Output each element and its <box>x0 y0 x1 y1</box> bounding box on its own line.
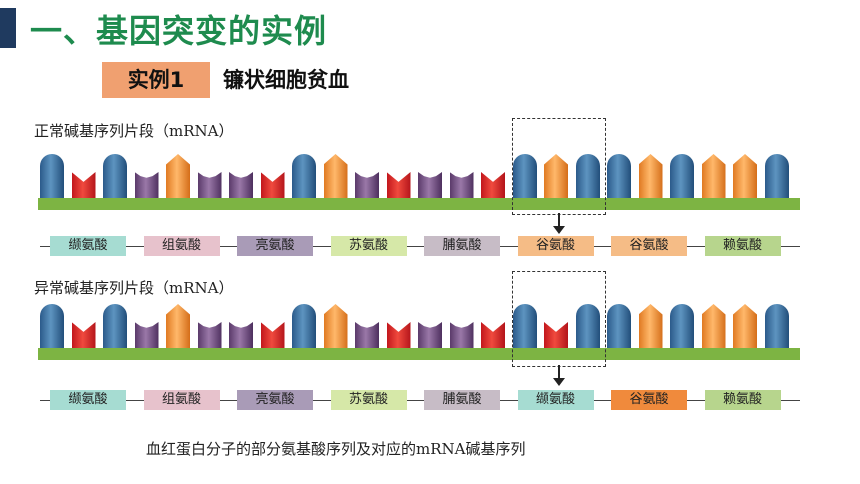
nucleotide-base <box>607 304 631 348</box>
nucleotide-base <box>260 172 285 198</box>
down-arrow-icon <box>553 378 565 386</box>
amino-acid-box: 苏氨酸 <box>330 390 407 410</box>
codon-highlight-box <box>512 271 606 367</box>
example-tag: 实例1 <box>102 62 210 98</box>
nucleotide-base <box>166 304 190 348</box>
nucleotide-base <box>670 154 694 198</box>
nucleotide-base <box>512 154 537 198</box>
backbone <box>38 348 800 360</box>
amino-acid-box: 缬氨酸 <box>50 390 126 410</box>
nucleotide-base <box>575 304 600 348</box>
normal-mrna-strand <box>38 146 800 210</box>
nucleotide-base <box>607 154 631 198</box>
nucleotide-base <box>386 322 411 348</box>
accent-bar <box>0 8 16 48</box>
nucleotide-base <box>197 172 222 198</box>
nucleotide-base <box>355 172 379 198</box>
normal-sequence-label: 正常碱基序列片段（mRNA） <box>34 122 234 140</box>
amino-acid-box: 脯氨酸 <box>424 236 500 256</box>
nucleotide-base <box>386 172 411 198</box>
mutant-mrna-strand <box>38 296 800 360</box>
nucleotide-base <box>355 322 379 348</box>
nucleotide-base <box>701 304 726 348</box>
amino-acid-box: 组氨酸 <box>143 236 220 256</box>
down-arrow-icon <box>553 226 565 234</box>
nucleotide-base <box>481 322 505 348</box>
nucleotide-base <box>40 154 64 198</box>
amino-acid-box: 组氨酸 <box>143 390 220 410</box>
nucleotide-base <box>71 322 96 348</box>
nucleotide-base <box>197 322 222 348</box>
amino-acid-box: 谷氨酸 <box>611 236 687 256</box>
nucleotide-base <box>670 304 694 348</box>
nucleotide-base <box>544 154 568 198</box>
peptide-line <box>40 246 800 247</box>
amino-acid-box: 脯氨酸 <box>424 390 500 410</box>
nucleotide-base <box>512 304 537 348</box>
nucleotide-base <box>418 172 442 198</box>
nucleotide-base <box>449 322 474 348</box>
backbone <box>38 198 800 210</box>
nucleotide-base <box>103 304 127 348</box>
amino-acid-box: 缬氨酸 <box>50 236 126 256</box>
nucleotide-base <box>701 154 726 198</box>
nucleotide-base <box>323 154 348 198</box>
nucleotide-base <box>575 154 600 198</box>
nucleotide-base <box>229 172 253 198</box>
example-subtitle: 镰状细胞贫血 <box>223 68 349 92</box>
amino-acid-box: 苏氨酸 <box>330 236 407 256</box>
mutant-sequence-label: 异常碱基序列片段（mRNA） <box>34 279 234 297</box>
amino-acid-box: 谷氨酸 <box>611 390 687 410</box>
nucleotide-base <box>733 154 757 198</box>
amino-acid-box: 亮氨酸 <box>237 390 313 410</box>
nucleotide-base <box>638 304 663 348</box>
nucleotide-base <box>418 322 442 348</box>
nucleotide-base <box>134 172 159 198</box>
amino-acid-box: 缬氨酸 <box>517 390 594 410</box>
nucleotide-base <box>40 304 64 348</box>
nucleotide-base <box>323 304 348 348</box>
arrow-stem <box>558 213 560 227</box>
nucleotide-base <box>134 322 159 348</box>
nucleotide-base <box>638 154 663 198</box>
nucleotide-base <box>764 154 789 198</box>
amino-acid-box: 赖氨酸 <box>704 236 781 256</box>
nucleotide-base <box>260 322 285 348</box>
peptide-line <box>40 400 800 401</box>
amino-acid-box: 赖氨酸 <box>704 390 781 410</box>
nucleotide-base <box>166 154 190 198</box>
figure-caption: 血红蛋白分子的部分氨基酸序列及对应的mRNA碱基序列 <box>146 440 526 458</box>
amino-acid-box: 谷氨酸 <box>517 236 594 256</box>
nucleotide-base <box>292 154 316 198</box>
nucleotide-base <box>449 172 474 198</box>
nucleotide-base <box>103 154 127 198</box>
nucleotide-base <box>292 304 316 348</box>
nucleotide-base <box>229 322 253 348</box>
nucleotide-base <box>764 304 789 348</box>
slide-title: 一、基因突变的实例 <box>30 12 328 50</box>
nucleotide-base <box>481 172 505 198</box>
nucleotide-base <box>71 172 96 198</box>
arrow-stem <box>558 365 560 379</box>
codon-highlight-box <box>512 118 606 215</box>
nucleotide-base <box>733 304 757 348</box>
amino-acid-box: 亮氨酸 <box>237 236 313 256</box>
